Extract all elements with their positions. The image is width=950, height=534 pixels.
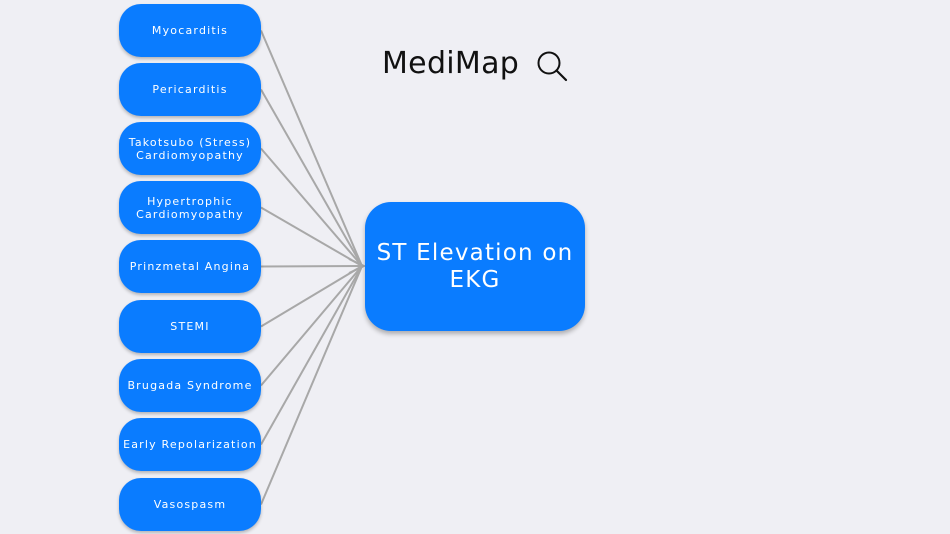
connector-line bbox=[260, 265, 363, 445]
connector-line bbox=[260, 265, 363, 505]
arrowhead bbox=[348, 258, 367, 274]
cause-label: Hypertrophic Cardiomyopathy bbox=[136, 194, 244, 221]
connector-line bbox=[260, 265, 363, 387]
cause-label: Vasospasm bbox=[153, 498, 227, 511]
cause-node-prinzmetal[interactable]: Prinzmetal Angina bbox=[119, 240, 261, 293]
cause-label: STEMI bbox=[170, 320, 210, 333]
app-title: MediMap bbox=[382, 46, 520, 81]
cause-node-pericarditis[interactable]: Pericarditis bbox=[119, 63, 261, 116]
cause-node-brugada[interactable]: Brugada Syndrome bbox=[119, 359, 261, 412]
search-icon bbox=[537, 51, 568, 82]
connector-line bbox=[260, 206, 363, 267]
cause-node-hypertrophic[interactable]: Hypertrophic Cardiomyopathy bbox=[119, 181, 261, 234]
target-node-st-elevation[interactable]: ST Elevation on EKG bbox=[365, 202, 585, 331]
cause-node-vasospasm[interactable]: Vasospasm bbox=[119, 478, 261, 531]
target-label: ST Elevation on EKG bbox=[376, 239, 574, 293]
cause-node-myocarditis[interactable]: Myocarditis bbox=[119, 4, 261, 57]
cause-label: Takotsubo (Stress) Cardiomyopathy bbox=[128, 135, 252, 162]
cause-label: Early Repolarization bbox=[123, 438, 257, 451]
cause-label: Brugada Syndrome bbox=[127, 379, 253, 392]
cause-node-takotsubo[interactable]: Takotsubo (Stress) Cardiomyopathy bbox=[119, 122, 261, 175]
cause-node-early-repolarization[interactable]: Early Repolarization bbox=[119, 418, 261, 471]
cause-label: Prinzmetal Angina bbox=[129, 260, 251, 273]
search-button[interactable] bbox=[534, 48, 570, 84]
cause-node-stemi[interactable]: STEMI bbox=[119, 300, 261, 353]
connector-line bbox=[260, 265, 363, 328]
connector-line bbox=[260, 147, 363, 267]
connector-line bbox=[260, 265, 363, 268]
connector-line bbox=[260, 30, 363, 267]
cause-label: Myocarditis bbox=[151, 24, 229, 37]
connector-line bbox=[260, 89, 363, 267]
cause-label: Pericarditis bbox=[152, 83, 228, 96]
